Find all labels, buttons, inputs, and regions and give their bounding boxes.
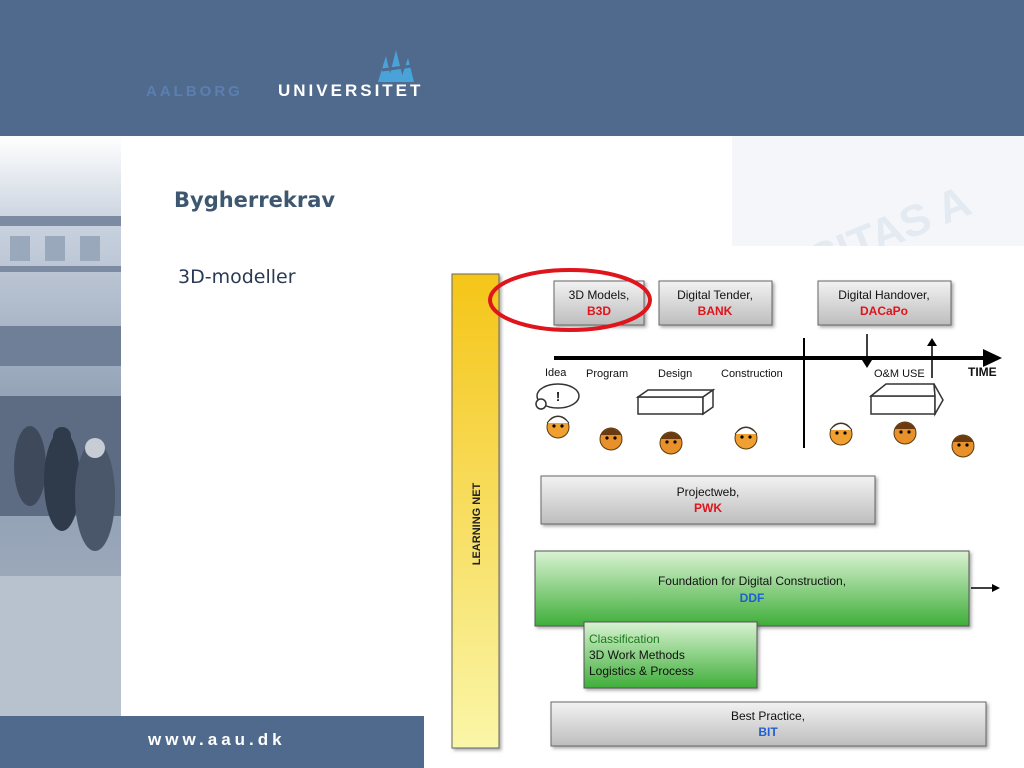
phase-design: Design	[658, 368, 692, 380]
top-box-digital-handover-title: Digital Handover,	[838, 288, 929, 302]
classification-title: Classification	[589, 632, 660, 646]
university-logo-icon	[378, 50, 414, 82]
logo-text-aalborg: AALBORG	[146, 83, 243, 100]
top-box-digital-tender-acronym: BANK	[698, 304, 733, 318]
classification-line2: 3D Work Methods	[589, 648, 685, 662]
timeline-label: TIME	[968, 365, 997, 379]
slide-bullet: 3D-modeller	[178, 266, 296, 288]
house-icon	[868, 383, 944, 417]
face-icon	[893, 421, 917, 445]
best-practice-acronym: BIT	[758, 725, 778, 739]
foundation-box: Foundation for Digital Construction, DDF	[534, 550, 970, 627]
slide-title: Bygherrekrav	[174, 188, 336, 212]
projectweb-box: Projectweb, PWK	[540, 475, 876, 525]
best-practice-box: Best Practice, BIT	[550, 701, 987, 747]
phase-construction: Construction	[721, 368, 783, 380]
top-box-digital-handover-acronym: DACaPo	[860, 304, 908, 318]
top-box-digital-tender: Digital Tender, BANK	[658, 280, 773, 326]
top-box-3d-models-title: 3D Models,	[569, 288, 630, 302]
top-box-digital-handover: Digital Handover, DACaPo	[817, 280, 952, 326]
highlight-circle	[488, 268, 652, 332]
projectweb-title: Projectweb,	[677, 485, 740, 499]
side-photo	[0, 136, 121, 716]
footer-band	[0, 716, 424, 768]
idea-bubble-text: !	[556, 389, 560, 404]
timeline-arrowhead	[983, 349, 1002, 367]
watermark-seal: SITAS A	[732, 136, 1024, 246]
classification-box: Classification 3D Work Methods Logistics…	[583, 621, 758, 689]
handover-arrow-up-icon	[927, 338, 937, 346]
best-practice-title: Best Practice,	[731, 709, 805, 723]
footer-url-link[interactable]: www.aau.dk	[148, 730, 286, 749]
phase-idea: Idea	[545, 367, 567, 379]
handover-arrow-down-icon	[862, 360, 872, 368]
projectweb-acronym: PWK	[694, 501, 722, 515]
phase-om-use: O&M USE	[874, 368, 925, 380]
learning-net-bar	[451, 273, 500, 749]
foundation-acronym: DDF	[740, 591, 765, 605]
face-icon	[829, 422, 853, 446]
face-icon	[659, 431, 683, 455]
top-box-3d-models: 3D Models, B3D	[553, 280, 645, 326]
design-model-icon	[635, 388, 716, 416]
bim-process-diagram: LEARNING NET 3D Models, B3D Digital Tend…	[451, 268, 1002, 749]
face-icon	[734, 426, 758, 450]
foundation-arrowhead-icon	[992, 584, 1000, 592]
face-icon	[599, 427, 623, 451]
top-box-3d-models-acronym: B3D	[587, 304, 611, 318]
phase-program: Program	[586, 368, 628, 380]
classification-line3: Logistics & Process	[589, 664, 694, 678]
foundation-title: Foundation for Digital Construction,	[658, 574, 846, 588]
idea-bubble-icon: !	[535, 383, 580, 410]
face-icon	[546, 415, 570, 439]
logo-text-universitet: UNIVERSITET	[278, 81, 424, 100]
top-box-digital-tender-title: Digital Tender,	[677, 288, 753, 302]
learning-net-label: LEARNING NET	[471, 482, 483, 565]
face-icon	[951, 434, 975, 458]
header-band	[0, 0, 1024, 136]
